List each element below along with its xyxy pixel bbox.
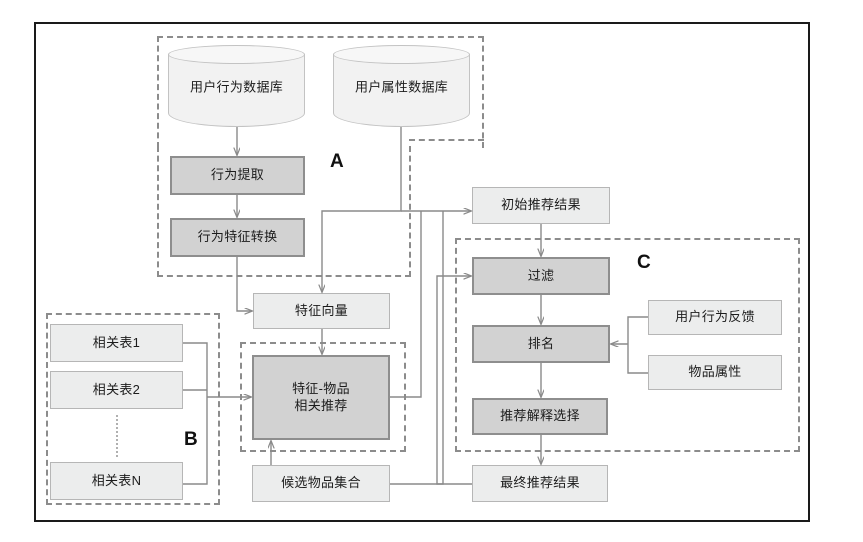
group-c-label: C	[637, 252, 651, 273]
node-feature-vector[interactable]: 特征向量	[253, 293, 390, 329]
node-feature-item-recommend-line1: 特征-物品	[292, 381, 350, 397]
group-a-mask	[160, 141, 408, 151]
group-a-notch-segment	[409, 139, 484, 148]
node-item-attribute[interactable]: 物品属性	[648, 355, 782, 390]
db-user-attribute-body	[333, 54, 470, 127]
node-behavior-feature-transform[interactable]: 行为特征转换	[170, 218, 305, 257]
node-relation-table-1[interactable]: 相关表1	[50, 324, 183, 362]
relation-table-ellipsis-icon	[116, 415, 118, 457]
db-user-attribute: 用户属性数据库	[333, 45, 470, 127]
db-user-behavior-top	[168, 45, 305, 64]
node-ranking[interactable]: 排名	[472, 325, 610, 363]
node-behavior-extraction[interactable]: 行为提取	[170, 156, 305, 195]
db-user-behavior-label: 用户行为数据库	[189, 79, 284, 95]
db-user-behavior-body	[168, 54, 305, 127]
group-b-box	[46, 313, 220, 505]
group-b-label: B	[184, 429, 198, 450]
node-relation-table-n[interactable]: 相关表N	[50, 462, 183, 500]
node-relation-table-2[interactable]: 相关表2	[50, 371, 183, 409]
node-filter[interactable]: 过滤	[472, 257, 610, 295]
node-user-behavior-feedback[interactable]: 用户行为反馈	[648, 300, 782, 335]
group-a-box-top	[157, 36, 484, 148]
db-user-behavior: 用户行为数据库	[168, 45, 305, 127]
group-a-label: A	[330, 151, 344, 172]
node-feature-item-recommend-line2: 相关推荐	[294, 397, 348, 413]
node-final-recommend-result[interactable]: 最终推荐结果	[472, 465, 608, 502]
node-feature-item-recommend[interactable]: 特征-物品 相关推荐	[252, 355, 390, 440]
db-user-attribute-label: 用户属性数据库	[354, 79, 449, 95]
node-candidate-item-set[interactable]: 候选物品集合	[252, 465, 390, 502]
node-initial-recommend-result[interactable]: 初始推荐结果	[472, 187, 610, 224]
db-user-attribute-top	[333, 45, 470, 64]
node-recommend-explanation-selection[interactable]: 推荐解释选择	[472, 398, 608, 435]
